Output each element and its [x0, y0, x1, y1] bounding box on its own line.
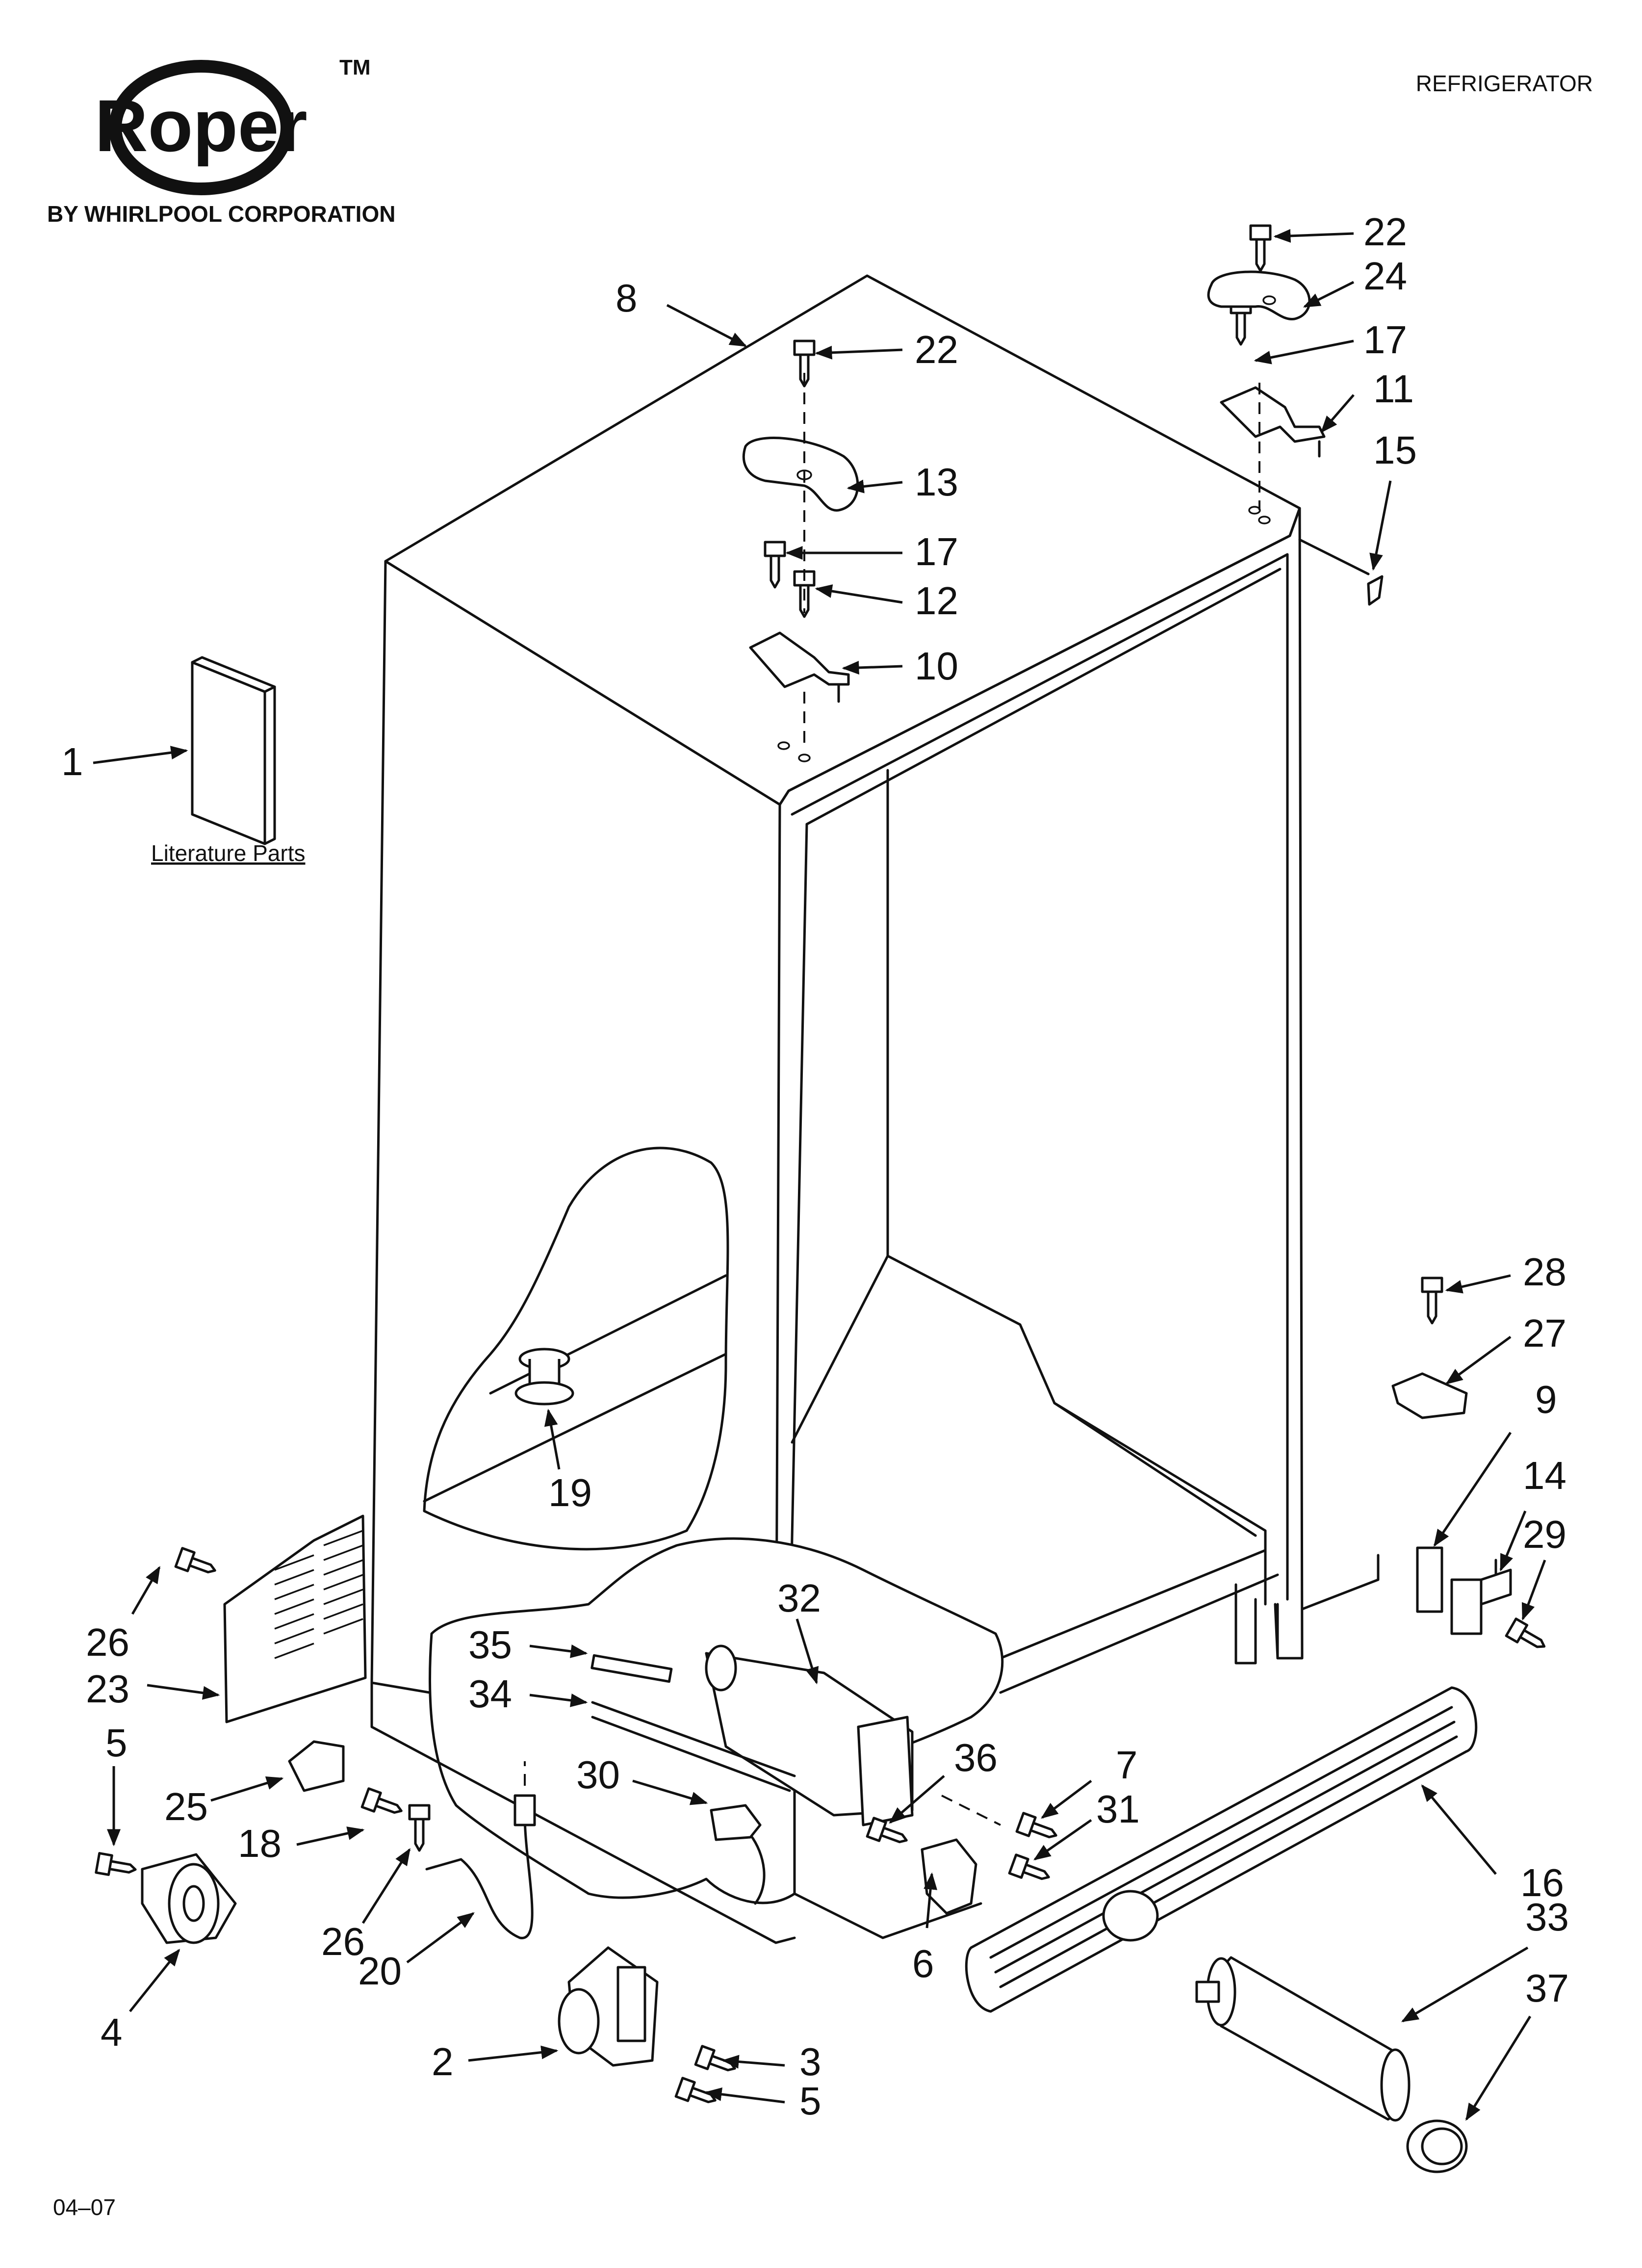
door-closer-bracket [1391, 1372, 1468, 1419]
callout-24: 24 [1363, 254, 1407, 298]
callout-10: 10 [915, 644, 958, 688]
callout-3: 3 [799, 2040, 821, 2084]
water-filter-cartridge [1195, 1956, 1411, 2122]
door-stop-clip [1367, 575, 1384, 606]
callout-1: 1 [61, 740, 83, 783]
hinge-top-left [749, 631, 850, 688]
tube-35 [590, 1654, 673, 1683]
literature-parts: Literature Parts [151, 656, 305, 866]
callout-31: 31 [1096, 1787, 1140, 1831]
callout-26: 26 [86, 1620, 129, 1664]
callout-8: 8 [616, 276, 638, 320]
trademark-mark: TM [339, 55, 371, 79]
brand-name: Roper [95, 84, 307, 167]
rear-roller-icon [95, 1852, 237, 1944]
callout-35: 35 [468, 1623, 512, 1667]
callout-5: 5 [105, 1721, 128, 1765]
filter-cap-icon [1406, 2119, 1468, 2173]
callout-28: 28 [1523, 1250, 1566, 1294]
grille-slots [274, 1530, 363, 1659]
callout-13: 13 [915, 460, 958, 504]
water-filter-housing [590, 1644, 914, 1844]
hinge-cover-top-left [742, 437, 859, 512]
callout-labels: 8 22 24 17 11 15 22 13 17 12 10 1 28 27 … [61, 210, 1569, 2123]
literature-booklet [191, 661, 266, 845]
hinge-top-right [1220, 386, 1326, 443]
literature-caption: Literature Parts [151, 840, 305, 866]
appliance-category: REFRIGERATOR [1416, 71, 1593, 96]
callout-14: 14 [1523, 1454, 1566, 1497]
callout-29: 29 [1523, 1512, 1566, 1556]
callout-34: 34 [468, 1672, 512, 1716]
callout-12: 12 [915, 579, 958, 623]
logo-oval [109, 60, 293, 195]
water-line [425, 1814, 534, 1939]
callout-33: 33 [1525, 1895, 1569, 1939]
callout-17: 17 [1363, 318, 1407, 362]
callout-26: 26 [321, 1920, 365, 1963]
front-roller-icon [558, 1946, 736, 2104]
callout-7: 7 [1116, 1743, 1138, 1787]
cutaway-bottom [429, 1537, 1004, 1904]
callout-2: 2 [432, 2040, 454, 2084]
callout-17: 17 [915, 530, 958, 574]
callout-arrows [93, 229, 1546, 2121]
callout-6: 6 [912, 1942, 934, 1985]
callout-5: 5 [799, 2079, 821, 2123]
callout-16: 16 [1520, 1861, 1564, 1904]
block-30 [710, 1804, 762, 1841]
callout-11: 11 [1373, 367, 1414, 411]
cabinet-base [370, 1681, 796, 1944]
brand-subtitle: BY WHIRLPOOL CORPORATION [47, 201, 395, 227]
hinge-cover-top-right [1207, 270, 1311, 320]
refrigerator-cabinet [370, 274, 1380, 1944]
filter-clip [921, 1838, 977, 1915]
callout-36: 36 [954, 1736, 998, 1779]
cutaway-left [423, 1147, 729, 1551]
tube-34 [591, 1701, 796, 1792]
rear-grille [223, 1514, 367, 1723]
leveling-foot-icon [514, 1348, 574, 1406]
callout-4: 4 [101, 2010, 123, 2054]
callout-32: 32 [777, 1576, 821, 1620]
callout-37: 37 [1525, 1966, 1569, 2010]
callout-19: 19 [548, 1471, 592, 1514]
cabinet-interior [886, 769, 1257, 1537]
callout-9: 9 [1535, 1378, 1557, 1421]
callout-27: 27 [1523, 1311, 1566, 1355]
roller-bracket [288, 1740, 345, 1792]
callout-30: 30 [576, 1753, 620, 1797]
roper-logo: Roper TM BY WHIRLPOOL CORPORATION [47, 55, 395, 227]
callout-18: 18 [238, 1822, 282, 1865]
revision-code: 04–07 [53, 2194, 116, 2220]
callout-22: 22 [915, 328, 958, 371]
hinge-plate-lower [1416, 1546, 1443, 1613]
callout-22: 22 [1363, 210, 1407, 254]
callout-23: 23 [86, 1667, 129, 1711]
callout-20: 20 [358, 1949, 402, 1993]
callout-15: 15 [1373, 428, 1417, 472]
callout-25: 25 [164, 1785, 208, 1828]
